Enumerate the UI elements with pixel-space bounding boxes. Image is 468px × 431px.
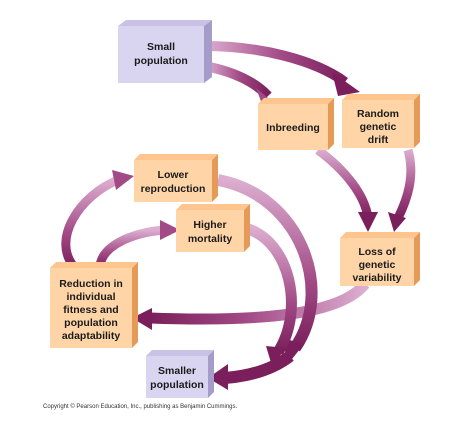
arrow-reduction-to-higher-mortality — [95, 220, 180, 269]
arrow-drift-to-loss — [388, 148, 416, 232]
arrow-inbreeding-to-loss — [315, 146, 378, 232]
loss-variability-label-line1: Loss of — [358, 246, 396, 258]
random-drift-label-line3: drift — [368, 134, 389, 146]
box-higher-mortality: Higher mortality — [176, 204, 250, 252]
higher-mortality-label-line2: mortality — [188, 233, 233, 245]
box-small-population: Small population — [118, 20, 212, 83]
reduction-label-line4: population — [64, 317, 118, 329]
arrow-loss-to-reduction — [132, 280, 370, 330]
box-inbreeding: Inbreeding — [258, 98, 334, 150]
arrow-reduction-to-lower-reproduction — [61, 170, 134, 271]
reduction-label-line2: individual — [66, 291, 115, 303]
inbreeding-label: Inbreeding — [266, 122, 320, 134]
box-random-genetic-drift: Random genetic drift — [342, 94, 420, 148]
arrow-higher-mortality-to-smaller — [243, 222, 297, 366]
loss-variability-label-line3: variability — [352, 272, 401, 284]
random-drift-label-line2: genetic — [360, 121, 397, 133]
arrow-into-smaller-population — [208, 351, 294, 390]
small-population-label-line1: Small — [147, 41, 175, 53]
box-reduction-in-fitness: Reduction in individual fitness and popu… — [50, 262, 138, 348]
smaller-population-label-line1: Smaller — [158, 365, 196, 377]
lower-reproduction-label-line1: Lower — [158, 169, 189, 181]
copyright-notice: Copyright © Pearson Education, Inc., pub… — [43, 404, 238, 410]
reduction-label-line5: adaptability — [62, 330, 121, 342]
higher-mortality-label-line1: Higher — [193, 219, 226, 231]
box-lower-reproduction: Lower reproduction — [134, 154, 218, 202]
reduction-label-line3: fitness and — [63, 304, 118, 316]
reduction-label-line1: Reduction in — [59, 278, 123, 290]
small-population-label-line2: population — [134, 55, 188, 67]
smaller-population-label-line2: population — [150, 379, 204, 391]
lower-reproduction-label-line2: reproduction — [141, 183, 206, 195]
arrow-small-to-drift — [204, 41, 360, 96]
box-loss-of-genetic-variability: Loss of genetic variability — [340, 232, 420, 286]
random-drift-label-line1: Random — [357, 108, 399, 120]
box-smaller-population: Smaller population — [146, 350, 214, 398]
loss-variability-label-line2: genetic — [359, 259, 396, 271]
